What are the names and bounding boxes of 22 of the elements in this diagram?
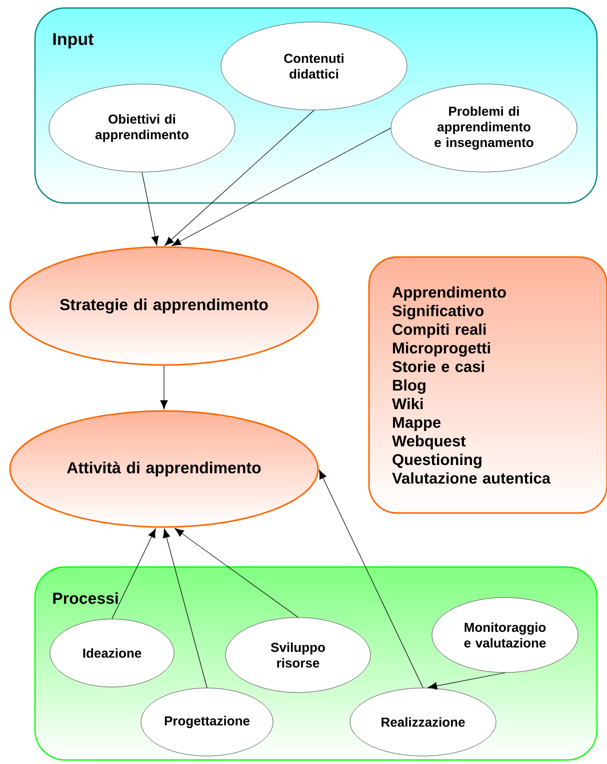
ellipse-node: Ideazione xyxy=(50,618,174,688)
oval-node: Strategie di apprendimento xyxy=(9,246,319,366)
group-heading: Input xyxy=(53,33,94,48)
arrow xyxy=(162,528,208,688)
arrow xyxy=(318,470,424,688)
arrow xyxy=(172,128,392,246)
ellipse-node: Obiettivi di apprendimento xyxy=(48,84,236,172)
oval-node: Attività di apprendimento xyxy=(9,410,319,528)
arrow xyxy=(160,365,168,410)
arrow xyxy=(174,528,298,618)
arrow xyxy=(112,528,156,620)
arrow xyxy=(428,672,506,690)
arrow xyxy=(142,172,159,246)
ellipse-node: Realizzazione xyxy=(350,688,496,756)
ellipse-node: Monitoraggio e valutazione xyxy=(432,597,578,673)
group-heading: Processi xyxy=(53,592,118,604)
ellipse-node: Progettazione xyxy=(140,688,274,756)
list-box: Apprendimento Significativo Compiti reali Microprogetti Storie e casi Blog Wiki Mappe Webquest Questioning Valutazione autentica xyxy=(368,256,607,514)
ellipse-node: Contenuti didattici xyxy=(220,22,408,110)
ellipse-node: Problemi di apprendimento e insegnamento xyxy=(390,84,578,172)
ellipse-node: Sviluppo risorse xyxy=(225,617,371,693)
arrow xyxy=(164,110,314,246)
